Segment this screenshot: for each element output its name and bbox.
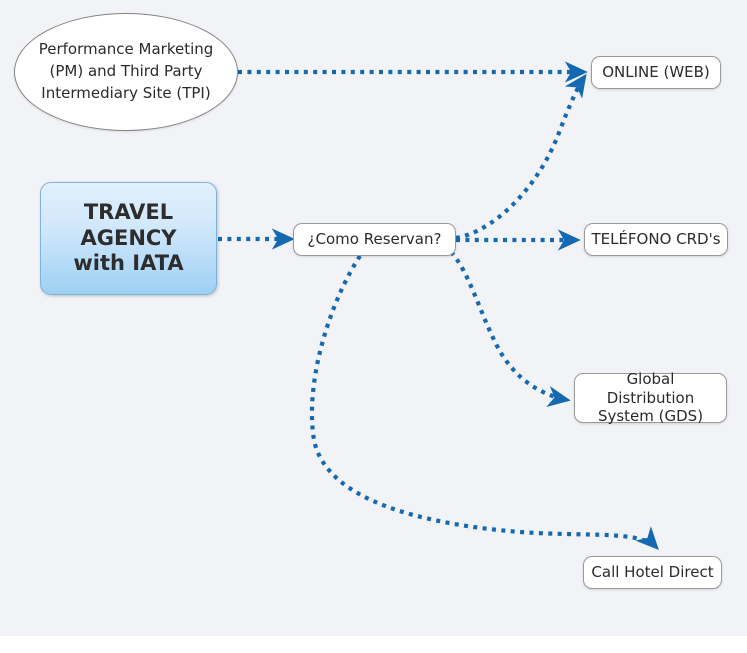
node-label: TRAVEL AGENCY with IATA — [73, 200, 184, 276]
diagram-canvas: Performance Marketing (PM) and Third Par… — [0, 0, 747, 636]
node-travel-agency[interactable]: TRAVEL AGENCY with IATA — [40, 182, 217, 295]
node-label: ¿Como Reservan? — [307, 230, 442, 249]
node-call-hotel-direct[interactable]: Call Hotel Direct — [583, 556, 722, 589]
edge-question-to-gds — [449, 250, 571, 407]
node-label: Performance Marketing (PM) and Third Par… — [38, 40, 214, 102]
node-como-reservan[interactable]: ¿Como Reservan? — [293, 223, 456, 256]
node-gds[interactable]: Global Distribution System (GDS) — [574, 369, 727, 426]
node-label: Global Distribution System (GDS) — [597, 369, 704, 426]
node-label: ONLINE (WEB) — [602, 63, 710, 82]
node-label: Call Hotel Direct — [591, 563, 714, 582]
edge-question-to-online — [455, 73, 587, 241]
node-telefono-crd[interactable]: TELÉFONO CRD's — [584, 223, 728, 256]
node-label: TELÉFONO CRD's — [591, 230, 721, 249]
node-performance-marketing-tpi[interactable]: Performance Marketing (PM) and Third Par… — [14, 13, 238, 131]
node-online-web[interactable]: ONLINE (WEB) — [591, 56, 721, 89]
